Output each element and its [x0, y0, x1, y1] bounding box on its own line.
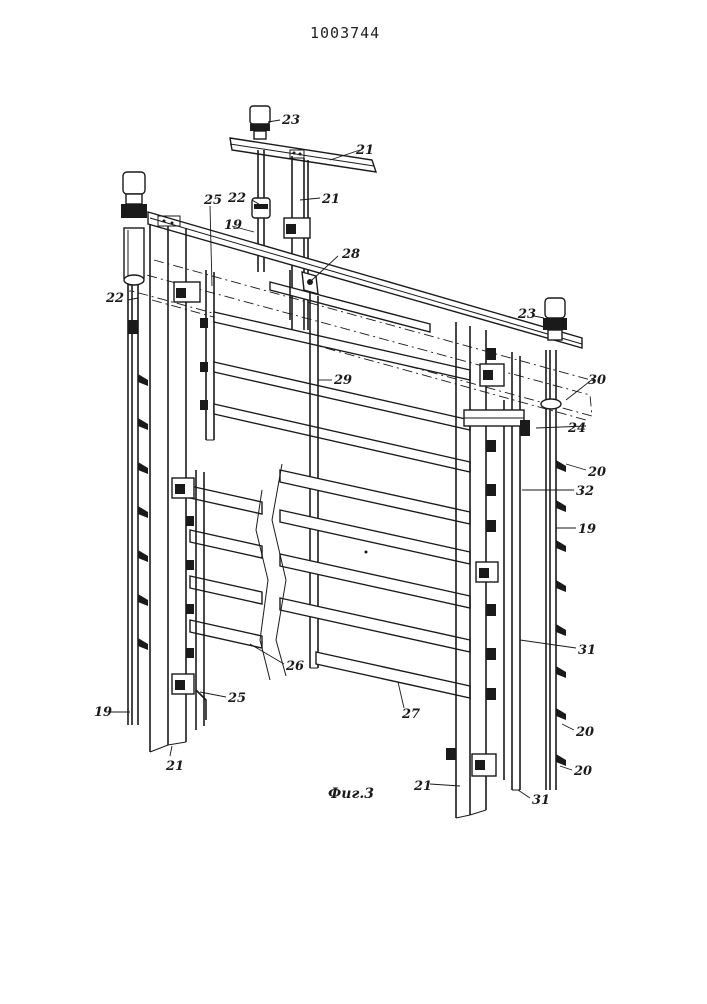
- label-22-left: 22: [105, 291, 124, 306]
- carriage-25-lower: [172, 470, 206, 730]
- main-top-rail: [148, 212, 582, 348]
- label-25-upper: 25: [203, 193, 222, 208]
- lower-left-slats: [186, 486, 270, 680]
- label-20-upper: 20: [587, 465, 606, 480]
- label-22-top: 22: [227, 191, 246, 206]
- label-31-lower: 31: [532, 793, 550, 808]
- label-20-lower: 20: [573, 764, 592, 779]
- motor-23-top: [250, 106, 270, 139]
- label-21-upper-post: 21: [321, 192, 340, 207]
- reference-numerals: 23 21 21 22 25 19 28 22 23 29 30 24 20 3…: [94, 113, 606, 808]
- label-26: 26: [285, 659, 304, 674]
- label-20-middle: 20: [575, 725, 594, 740]
- patent-number: 1003744: [310, 24, 380, 42]
- label-28: 28: [341, 247, 360, 262]
- label-27: 27: [401, 707, 420, 722]
- label-32: 32: [576, 484, 594, 499]
- label-31-upper: 31: [578, 643, 596, 658]
- label-21-top: 21: [355, 143, 374, 158]
- upper-beam-21: [230, 138, 376, 172]
- label-30: 30: [588, 373, 606, 388]
- label-21-right: 21: [413, 779, 432, 794]
- label-24: 24: [567, 421, 586, 436]
- label-19-right: 19: [578, 522, 596, 537]
- figure-caption: Фиг.3: [328, 786, 374, 802]
- motor-23-left: [121, 172, 147, 218]
- label-25-lower: 25: [227, 691, 246, 706]
- left-post-19: [124, 228, 148, 725]
- label-29: 29: [333, 373, 352, 388]
- label-19-left: 19: [94, 705, 112, 720]
- label-19-top: 19: [224, 218, 242, 233]
- label-23-top: 23: [281, 113, 300, 128]
- label-23-right: 23: [517, 307, 536, 322]
- upper-posts-21: [284, 156, 310, 330]
- carriage-25-upper: [174, 270, 214, 440]
- label-21-left: 21: [165, 759, 184, 774]
